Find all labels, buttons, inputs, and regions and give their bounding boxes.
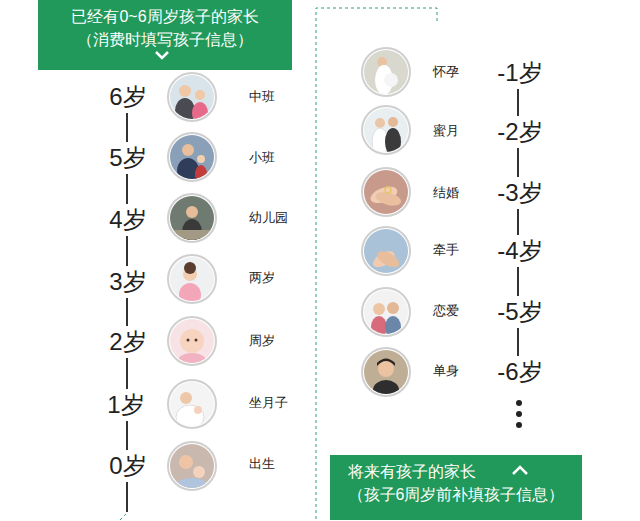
age-label: 0岁 [109, 452, 146, 480]
photo [168, 48, 410, 494]
banner-heading: 已经有0~6周岁孩子的家长 [46, 6, 284, 27]
green-banner: 将来有孩子的家长（孩子6周岁前补填孩子信息） [330, 455, 582, 520]
stage-label: 出生 [249, 457, 275, 472]
age-label: -1岁 [497, 59, 542, 87]
age-label: 2岁 [109, 328, 146, 356]
stage-label: 两岁 [249, 271, 275, 286]
dashed-frame [120, 8, 437, 520]
age-label: 1岁 [107, 391, 144, 419]
age-label: -3岁 [497, 179, 542, 207]
stage-label: 中班 [249, 90, 275, 105]
age-label: 4岁 [109, 206, 146, 234]
age-label: -6岁 [497, 358, 542, 386]
stage-label: 恋爱 [433, 304, 459, 319]
banner-note: （消费时填写孩子信息） [46, 29, 284, 50]
age-label: -5岁 [497, 298, 542, 326]
age-label: 5岁 [109, 144, 146, 172]
stage-label: 幼儿园 [249, 211, 288, 226]
age-label: 6岁 [109, 83, 146, 111]
stage-label: 结婚 [433, 186, 459, 201]
stage-label: 蜜月 [433, 124, 459, 139]
timeline-line [127, 89, 518, 512]
continuation-dots [516, 400, 522, 428]
stage-label: 怀孕 [433, 65, 459, 80]
age-label: 3岁 [109, 268, 146, 296]
stage-label: 单身 [433, 364, 459, 379]
age-label: -4岁 [497, 237, 542, 265]
stage-label: 坐月子 [249, 396, 288, 411]
stage-label: 牵手 [433, 243, 459, 258]
stage-label: 周岁 [249, 334, 275, 349]
banner-note: （孩子6周岁前补填孩子信息） [338, 484, 574, 505]
age-label: -2岁 [497, 118, 542, 146]
stage-label: 小班 [249, 151, 275, 166]
green-banner: 已经有0~6周岁孩子的家长（消费时填写孩子信息） [38, 0, 292, 70]
banner-heading: 将来有孩子的家长 [338, 461, 574, 482]
